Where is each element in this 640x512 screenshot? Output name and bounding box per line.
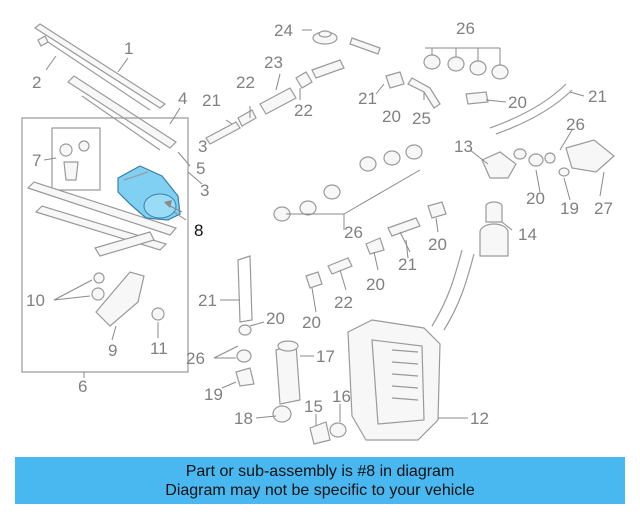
callout-26: 26 [456, 19, 475, 38]
callout-13: 13 [454, 137, 473, 156]
callout-21c: 21 [588, 87, 607, 106]
callout-11: 11 [150, 339, 168, 358]
banner-line-2: Diagram may not be specific to your vehi… [165, 481, 475, 499]
callout-4: 4 [178, 89, 187, 108]
callout-18: 18 [234, 409, 253, 428]
callout-25: 25 [412, 109, 431, 128]
callout-21d: 21 [398, 255, 417, 274]
banner-line-1: Part or sub-assembly is #8 in diagram [185, 462, 455, 480]
leader-lines [43, 29, 605, 426]
hose-clips [423, 47, 615, 179]
callout-23: 23 [264, 53, 283, 72]
callout-9: 9 [108, 341, 117, 360]
callout-3b: 3 [200, 181, 209, 200]
callout-20g: 20 [266, 309, 285, 328]
wiper-blade [33, 23, 167, 111]
callout-21e: 21 [198, 291, 217, 310]
callout-21b: 21 [358, 89, 377, 108]
callout-12: 12 [470, 409, 489, 428]
middle-clips [273, 144, 447, 289]
callout-20d: 20 [428, 235, 447, 254]
callout-7: 7 [32, 151, 41, 170]
callout-17: 17 [316, 347, 335, 366]
callout-20: 20 [382, 107, 401, 126]
wiper-motor-highlighted [117, 165, 181, 221]
callout-19: 19 [560, 199, 579, 218]
callout-3: 3 [198, 137, 207, 156]
parts-diagram: 1 2 4 3 5 3 7 8 10 9 11 6 24 23 22 21 22… [21, 19, 615, 445]
linkage-assembly-box [21, 117, 189, 373]
info-banner: Part or sub-assembly is #8 in diagram Di… [15, 457, 625, 504]
callout-24: 24 [274, 21, 293, 40]
callout-26d: 26 [186, 349, 205, 368]
lower-hoses-and-pump [235, 255, 347, 445]
washer-fittings [205, 30, 573, 145]
callout-1: 1 [124, 39, 133, 58]
callout-16: 16 [332, 387, 351, 406]
callout-15: 15 [304, 397, 323, 416]
callout-19b: 19 [204, 385, 223, 404]
callout-6: 6 [78, 377, 87, 396]
callout-20c: 20 [526, 189, 545, 208]
callout-22b: 22 [294, 101, 313, 120]
callout-20b: 20 [508, 93, 527, 112]
callout-26b: 26 [566, 115, 585, 134]
callout-2: 2 [32, 73, 41, 92]
callout-27: 27 [594, 199, 613, 218]
callout-5: 5 [196, 159, 205, 178]
callout-22: 22 [236, 73, 255, 92]
callout-21: 21 [202, 91, 221, 110]
callout-8: 8 [194, 221, 203, 240]
callout-22c: 22 [334, 293, 353, 312]
callout-20e: 20 [366, 275, 385, 294]
washer-reservoir [347, 201, 509, 441]
wiper-arm [67, 75, 177, 151]
callout-26c: 26 [344, 223, 363, 242]
callout-14: 14 [518, 225, 537, 244]
callout-20f: 20 [302, 313, 321, 332]
callout-10: 10 [26, 291, 45, 310]
